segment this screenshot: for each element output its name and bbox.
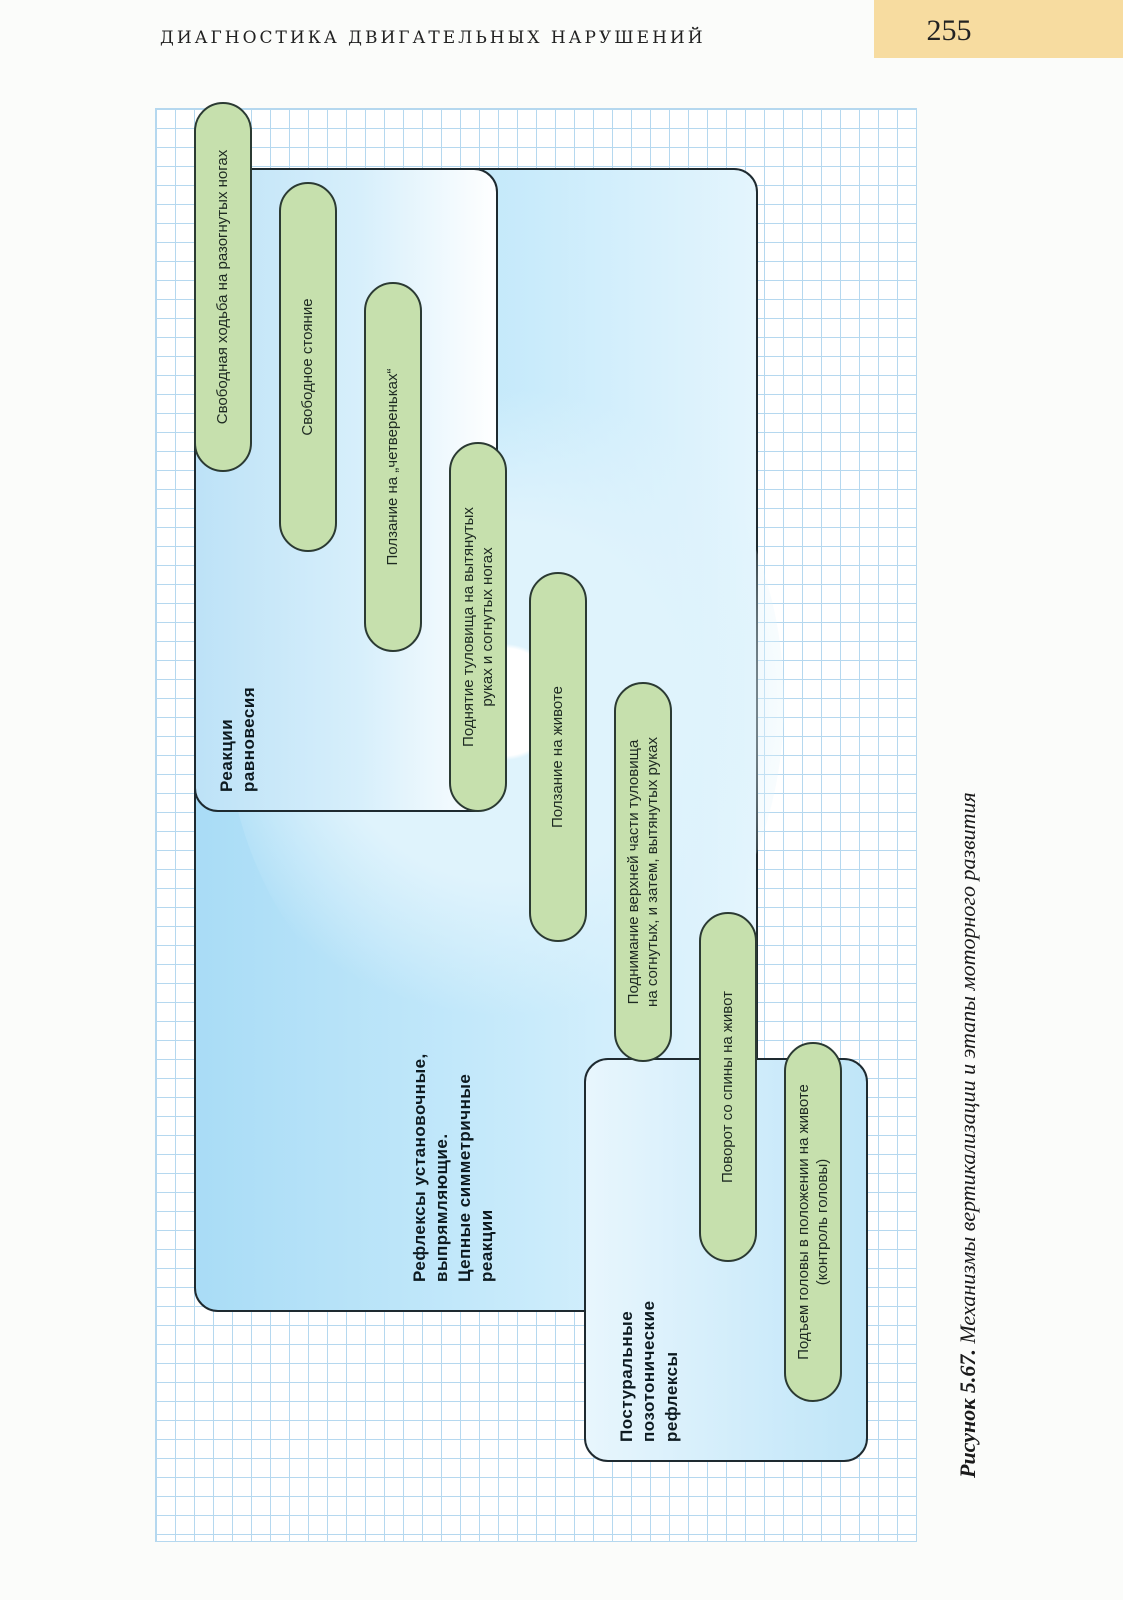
motor-development-diagram: Реакции равновесия Рефлексы установочные… xyxy=(164,102,884,1462)
zone-title-equilibrium: Реакции равновесия xyxy=(217,686,259,792)
figure-caption: Рисунок 5.67. Механизмы вертикализации и… xyxy=(955,792,985,1508)
stage-roll-over: Поворот со спины на живот xyxy=(699,912,757,1262)
caption-body: Механизмы вертикализации и этапы моторно… xyxy=(955,792,980,1344)
page-number: 255 xyxy=(926,14,972,47)
running-head: ДИАГНОСТИКА ДВИГАТЕЛЬНЫХ НАРУШЕНИЙ xyxy=(160,28,706,48)
caption-text: Рисунок 5.67. Механизмы вертикализации и… xyxy=(955,792,981,1478)
stage-crawl-fours: Ползание на „четвереньках“ xyxy=(364,282,422,652)
figure-grid: Реакции равновесия Рефлексы установочные… xyxy=(155,102,917,1542)
caption-label: Рисунок 5.67. xyxy=(955,1349,980,1478)
zone-title-righting: Рефлексы установочные, выпрямляющие. Цеп… xyxy=(410,1053,497,1282)
stage-head-control: Подъем головы в положении на животе(конт… xyxy=(784,1042,842,1402)
stage-free-standing: Свободное стояние xyxy=(279,182,337,552)
stage-belly-crawl: Ползание на животе xyxy=(529,572,587,942)
page-number-tab: 255 xyxy=(874,0,1123,58)
stage-free-walking: Свободная ходьба на разогнутых ногах xyxy=(194,102,252,472)
zone-title-postural: Постуральные позотонические рефлексы xyxy=(617,1300,681,1442)
